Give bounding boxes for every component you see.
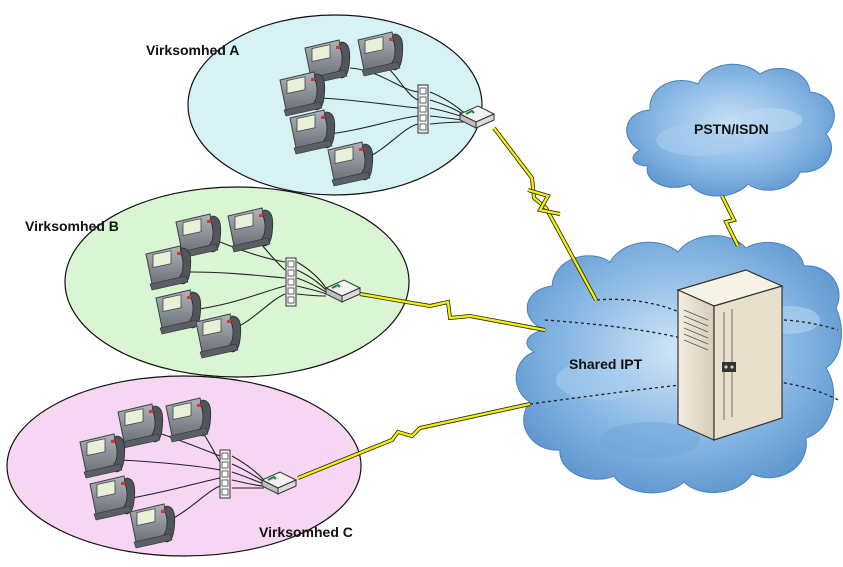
ip-phone-icon	[155, 289, 202, 335]
server-rack-icon	[676, 269, 784, 441]
ip-phone-icon	[327, 141, 374, 187]
switch-panel-icon	[285, 257, 297, 307]
company-a-ellipse	[187, 14, 483, 196]
dotted-link-c	[529, 383, 691, 405]
switch-panel-icon	[219, 449, 231, 499]
company-b-label: Virksomhed B	[25, 218, 119, 234]
lightning-link-c	[297, 402, 531, 480]
company-b-ellipse	[64, 186, 410, 378]
company-c-label: Virksomhed C	[259, 524, 353, 540]
switch-panel-icon	[417, 84, 429, 134]
ip-phone-icon	[129, 503, 176, 549]
ip-phone-icon	[89, 475, 136, 521]
ip-phone-icon	[279, 71, 326, 117]
ip-phone-icon	[227, 207, 274, 253]
ip-phone-icon	[117, 403, 164, 449]
pstn-cloud-label: PSTN/ISDN	[694, 121, 769, 137]
ip-phone-icon	[357, 31, 404, 77]
lightning-link-b	[359, 292, 546, 332]
ip-phone-icon	[165, 397, 212, 443]
lightning-link-a	[492, 126, 598, 301]
dotted-link-b	[544, 319, 691, 341]
company-b-cables	[189, 239, 327, 331]
ip-phone-icon	[195, 313, 242, 359]
shared-ipt-label: Shared IPT	[569, 356, 643, 372]
pstn-cloud	[626, 63, 835, 197]
ip-phone-icon	[79, 433, 126, 479]
company-a-label: Virksomhed A	[146, 42, 240, 58]
lightning-link-pstn	[720, 195, 740, 247]
ip-phone-icon	[289, 109, 336, 155]
ip-phone-icon	[145, 245, 192, 291]
